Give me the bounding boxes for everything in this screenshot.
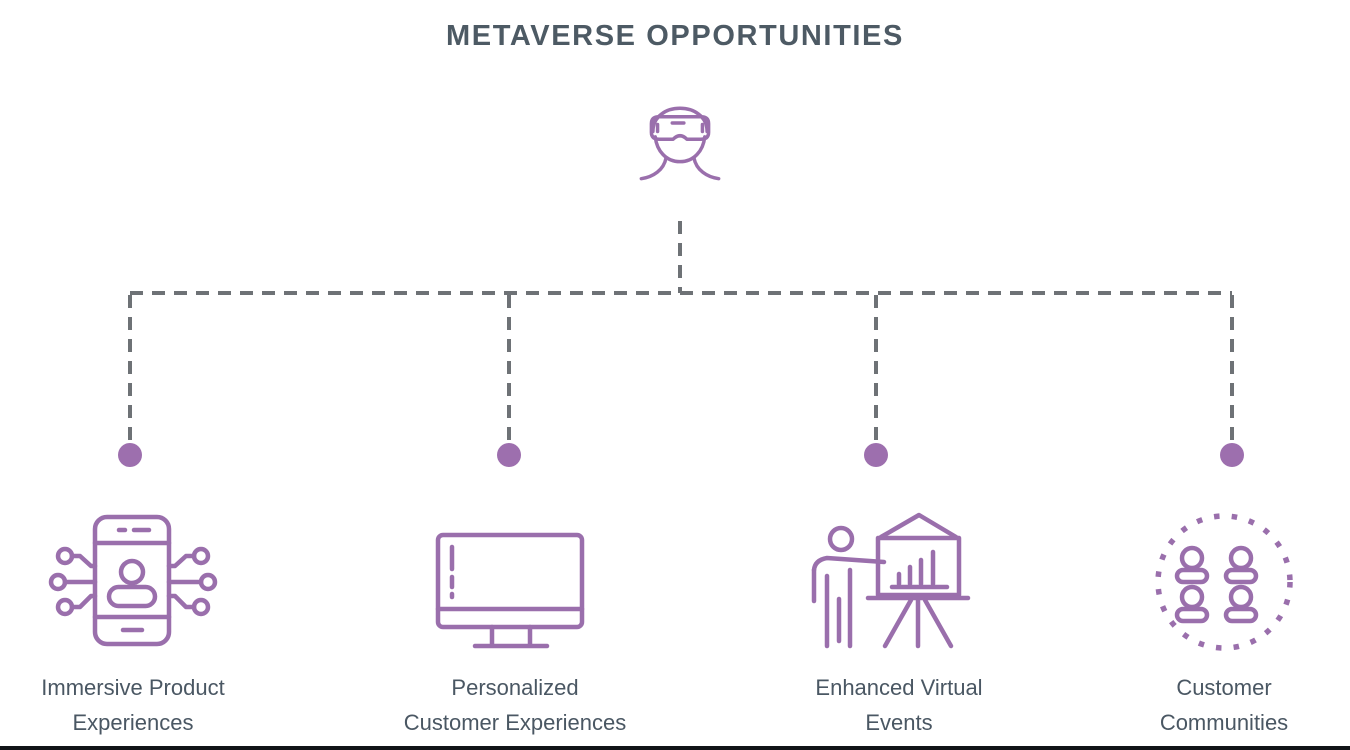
community-group-icon [1144,505,1304,665]
page-title: METAVERSE OPPORTUNITIES [446,20,904,52]
branch-dot-2 [497,443,521,467]
branch-dot-3 [864,443,888,467]
smartphone-network-icon [38,495,228,670]
branch-label-enhanced-virtual-events: Enhanced Virtual Events [815,675,983,735]
bottom-border [0,746,1350,750]
branch-dot-1 [118,443,142,467]
branch-label-customer-communities: Customer Communities [1159,675,1289,735]
presenter-chart-icon [807,500,987,665]
branch-dot-4 [1220,443,1244,467]
desktop-monitor-icon [425,510,605,665]
branch-label-personalized-customer: Personalized Customer Experiences [403,675,627,735]
branch-label-immersive-product: Immersive Product Experiences [41,675,225,735]
vr-headset-person-icon [622,84,738,196]
